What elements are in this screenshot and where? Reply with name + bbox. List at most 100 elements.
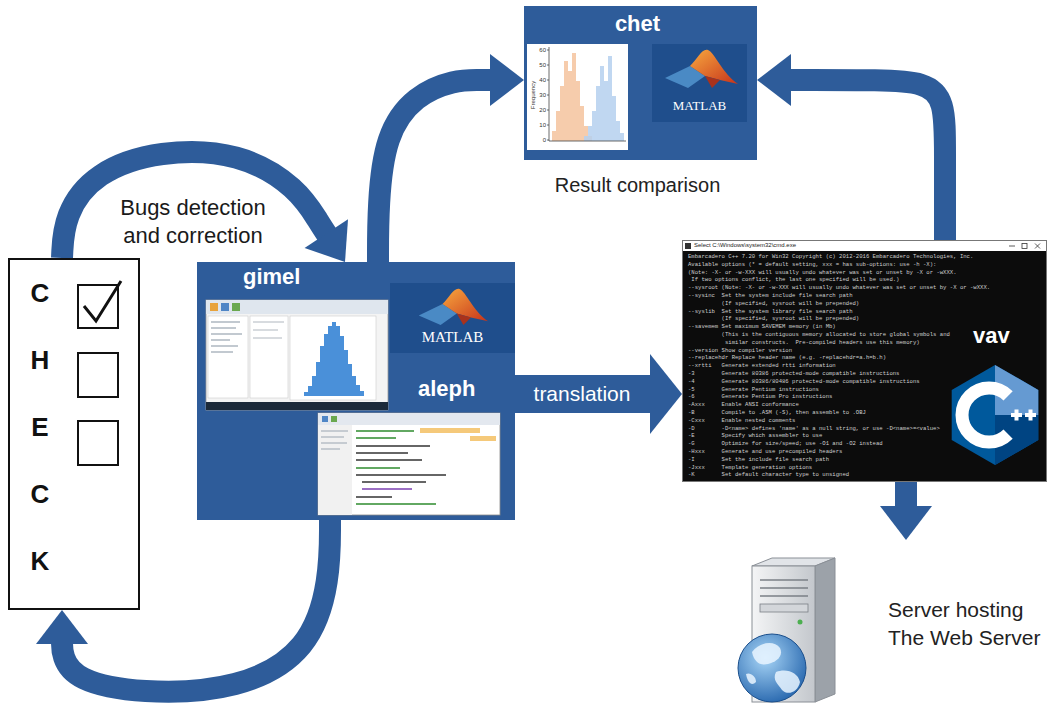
text-holder: chet	[524, 11, 751, 37]
histogram-plot	[527, 44, 628, 150]
axis-title: Frequency	[529, 75, 537, 115]
terminal-line: -G Optimize for size/speed; use -O1 and …	[688, 440, 883, 448]
terminal-line: --xrtti Generate extended rtti informati…	[688, 362, 836, 370]
flow-arrow	[515, 354, 682, 434]
text-holder: --sysroot (Note: -X- or -w-XXX will usua…	[688, 284, 990, 292]
terminal-line: --sysinc Set the system include file sea…	[688, 292, 852, 300]
text-holder: -6 Generate Pentium Pro instructions	[688, 393, 832, 401]
arrow-head	[880, 506, 932, 540]
text-holder: -D -D<name> defines 'name' as a null str…	[688, 425, 940, 433]
terminal-line: -B Compile to .ASM (-S), then assemble t…	[688, 409, 866, 417]
terminal-line: -6 Generate Pentium Pro instructions	[688, 393, 832, 401]
terminal-line: -Cxxx Enable nested comments	[688, 417, 795, 425]
terminal-line: --syslib Set the system library file sea…	[688, 308, 852, 316]
text-holder: similar constructs. Pre-compiled headers…	[725, 339, 920, 347]
terminal-line: similar constructs. Pre-compiled headers…	[725, 339, 920, 347]
terminal-line: -Hxxx Generate and use precompiled heade…	[688, 448, 842, 456]
checklist-box: CHECK	[8, 258, 140, 610]
text-holder: MATLAB	[652, 98, 747, 113]
text-holder: Bugs detection and correction	[108, 194, 278, 250]
text-holder: -5 Generate Pentium instructions	[688, 386, 819, 394]
matlab-logo	[652, 44, 747, 122]
terminal-line: -Jxxx Template generation options	[688, 464, 812, 472]
flow-arrow	[880, 482, 932, 540]
text-holder: -B Compile to .ASM (-S), then assemble t…	[688, 409, 866, 417]
text-holder: (Note: -X- or -w-XXX will usually undo w…	[688, 269, 957, 277]
arrow-body	[515, 375, 653, 413]
text-holder: Server hosting The Web Server	[888, 596, 1058, 652]
text-holder: vav	[973, 323, 1010, 349]
arrow-body	[62, 152, 328, 258]
text-holder: --savemem Set maximum SAVEMEM memory (in…	[688, 323, 836, 331]
check-mark	[84, 281, 121, 321]
text-holder: -Axxx Enable ANSI conformance	[688, 401, 799, 409]
text-holder: aleph	[418, 376, 475, 402]
text-holder: -K Set default character type to unsigne…	[688, 471, 849, 479]
text-holder: 10	[534, 121, 546, 129]
edge-label: translation	[531, 381, 634, 407]
logo-wordmark: MATLAB	[390, 328, 515, 346]
server-icon	[738, 558, 835, 702]
text-holder: 0	[534, 136, 546, 144]
arrow-head	[650, 354, 682, 434]
arrow-head	[305, 219, 348, 262]
terminal-line: -3 Generate 80386 protected-mode compati…	[688, 370, 899, 378]
text-holder: --version Show compiler version	[688, 347, 792, 355]
matlab-logo	[390, 283, 515, 353]
box-heading: aleph	[418, 376, 475, 402]
editor-screenshot	[318, 413, 500, 515]
terminal-line: Available options (* = default setting, …	[688, 261, 936, 269]
terminal-line: -E Specify which assembler to use	[688, 432, 822, 440]
arrow-head	[757, 54, 791, 106]
text-holder: --sysinc Set the system include file sea…	[688, 292, 852, 300]
terminal-line: (Note: -X- or -w-XXX will usually undo w…	[688, 269, 957, 277]
terminal-line: --savemem Set maximum SAVEMEM memory (in…	[688, 323, 836, 331]
text-holder: --replacehdr Replace header name (e.g. -…	[688, 354, 886, 362]
terminal-line: If two options conflict, the last one sp…	[691, 276, 899, 284]
text-holder: Available options (* = default setting, …	[688, 261, 936, 269]
terminal-line: (If specified, sysroot will be prepended…	[722, 315, 860, 323]
text-holder: -I Set the include file search path	[688, 456, 829, 464]
tick-label: 60	[534, 46, 546, 54]
arrow-body	[788, 80, 945, 240]
arrow-body	[378, 80, 493, 262]
tick-label: 0	[534, 136, 546, 144]
terminal-line: (If specified, sysroot will be prepended…	[722, 300, 860, 308]
tick-label: 50	[534, 61, 546, 69]
text-holder: 40	[534, 76, 546, 84]
arrow-head	[490, 54, 524, 106]
flow-arrow	[62, 152, 348, 262]
text-holder: 60	[534, 46, 546, 54]
checkbox-symbol	[78, 353, 118, 397]
window-title: Select C:\Windows\system32\cmd.exe	[694, 241, 796, 250]
text-holder: Result comparison	[514, 172, 761, 198]
text-holder: (If specified, sysroot will be prepended…	[722, 300, 860, 308]
terminal-line: -5 Generate Pentium instructions	[688, 386, 819, 394]
text-holder: -4 Generate 80386/80486 protected-mode c…	[688, 378, 920, 386]
terminal-line: --version Show compiler version	[688, 347, 792, 355]
terminal-line: --sysroot (Note: -X- or -w-XXX will usua…	[688, 284, 990, 292]
cpp-logo	[952, 365, 1039, 465]
text-holder: Embarcadero C++ 7.20 for Win32 Copyright…	[688, 253, 973, 261]
terminal-line: Embarcadero C++ 7.20 for Win32 Copyright…	[688, 253, 973, 261]
box-heading: chet	[524, 11, 751, 37]
text-holder: -G Optimize for size/speed; use -O1 and …	[688, 440, 883, 448]
terminal-line: -K Set default character type to unsigne…	[688, 471, 849, 479]
checkbox-symbol	[78, 285, 118, 465]
box-heading: vav	[973, 323, 1010, 349]
checkbox-symbol	[78, 421, 118, 465]
text-holder: --syslib Set the system library file sea…	[688, 308, 852, 316]
tick-label: 30	[534, 91, 546, 99]
text-holder: (This is the contiguous memory allocated…	[722, 331, 950, 339]
box-caption: Result comparison	[514, 172, 761, 198]
arrow-head	[36, 610, 88, 644]
box-heading: gimel	[243, 264, 300, 290]
text-holder: -Hxxx Generate and use precompiled heade…	[688, 448, 842, 456]
terminal-line: -I Set the include file search path	[688, 456, 829, 464]
text-holder: translation	[521, 381, 643, 407]
terminal-line: -D -D<name> defines 'name' as a null str…	[688, 425, 940, 433]
text-holder: Frequency	[513, 91, 553, 99]
text-holder: CHECK	[27, 260, 53, 595]
text-holder: -Cxxx Enable nested comments	[688, 417, 795, 425]
text-holder: -3 Generate 80386 protected-mode compati…	[688, 370, 899, 378]
